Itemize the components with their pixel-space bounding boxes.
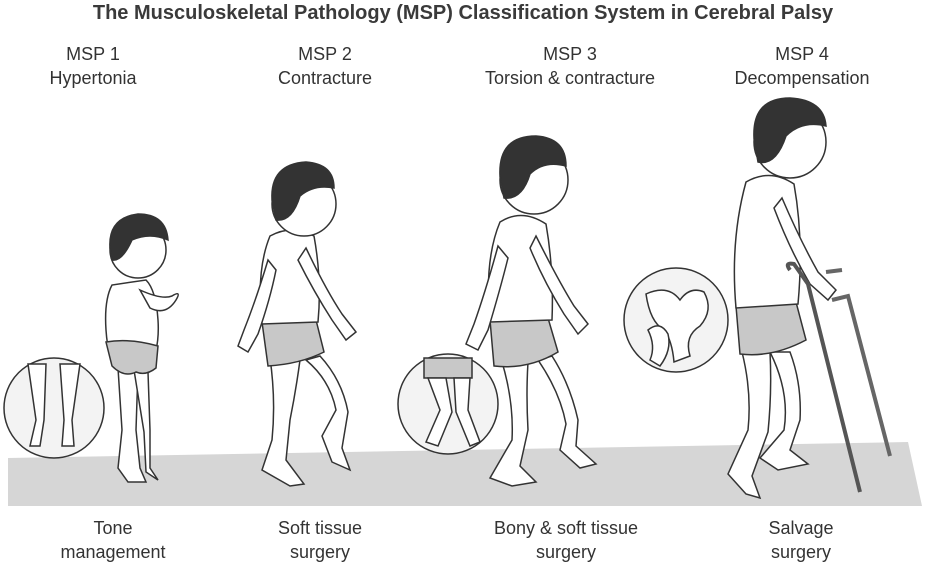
floor [8, 442, 922, 506]
crutch-back [825, 268, 892, 457]
diagram-title: The Musculoskeletal Pathology (MSP) Clas… [92, 2, 834, 24]
stage-2-treatment: Soft tissue surgery [210, 516, 430, 564]
stage-3-treatment: Bony & soft tissue surgery [456, 516, 676, 564]
stage-1-treatment-line2: management [60, 542, 166, 562]
inset-msp1-legs [3, 357, 105, 459]
stage-2-code: MSP 2 [298, 44, 352, 64]
stage-1-code: MSP 1 [66, 44, 120, 64]
inset-msp3-legs [397, 353, 499, 455]
stage-4-name: Decompensation [734, 68, 870, 88]
stage-4-treatment-line2: surgery [770, 542, 832, 562]
stage-4-label: MSP 4 Decompensation [692, 42, 912, 90]
crutch-front [785, 261, 862, 493]
stage-3-name: Torsion & contracture [484, 68, 656, 88]
stage-1-treatment: Tone management [3, 516, 223, 564]
inset-msp4-hip-joint [623, 267, 729, 373]
stage-3-label: MSP 3 Torsion & contracture [460, 42, 680, 90]
stage-1-label: MSP 1 Hypertonia [0, 42, 203, 90]
stage-4-treatment: Salvage surgery [691, 516, 911, 564]
figure-msp2-child [237, 161, 358, 487]
stage-3-code: MSP 3 [543, 44, 597, 64]
stage-1-name: Hypertonia [49, 68, 137, 88]
stage-2-treatment-line1: Soft tissue [277, 518, 363, 538]
figure-msp3-child [465, 135, 598, 487]
stage-3-treatment-line2: surgery [535, 542, 597, 562]
stage-4-treatment-line1: Salvage [768, 518, 834, 538]
stage-4-code: MSP 4 [775, 44, 829, 64]
stage-2-treatment-line2: surgery [289, 542, 351, 562]
stage-2-name: Contracture [277, 68, 373, 88]
figure-msp1-toddler [104, 213, 179, 483]
stage-2-label: MSP 2 Contracture [215, 42, 435, 90]
stage-3-treatment-line1: Bony & soft tissue [493, 518, 639, 538]
stage-1-treatment-line1: Tone [93, 518, 133, 538]
figure-msp4-adolescent [727, 97, 892, 500]
